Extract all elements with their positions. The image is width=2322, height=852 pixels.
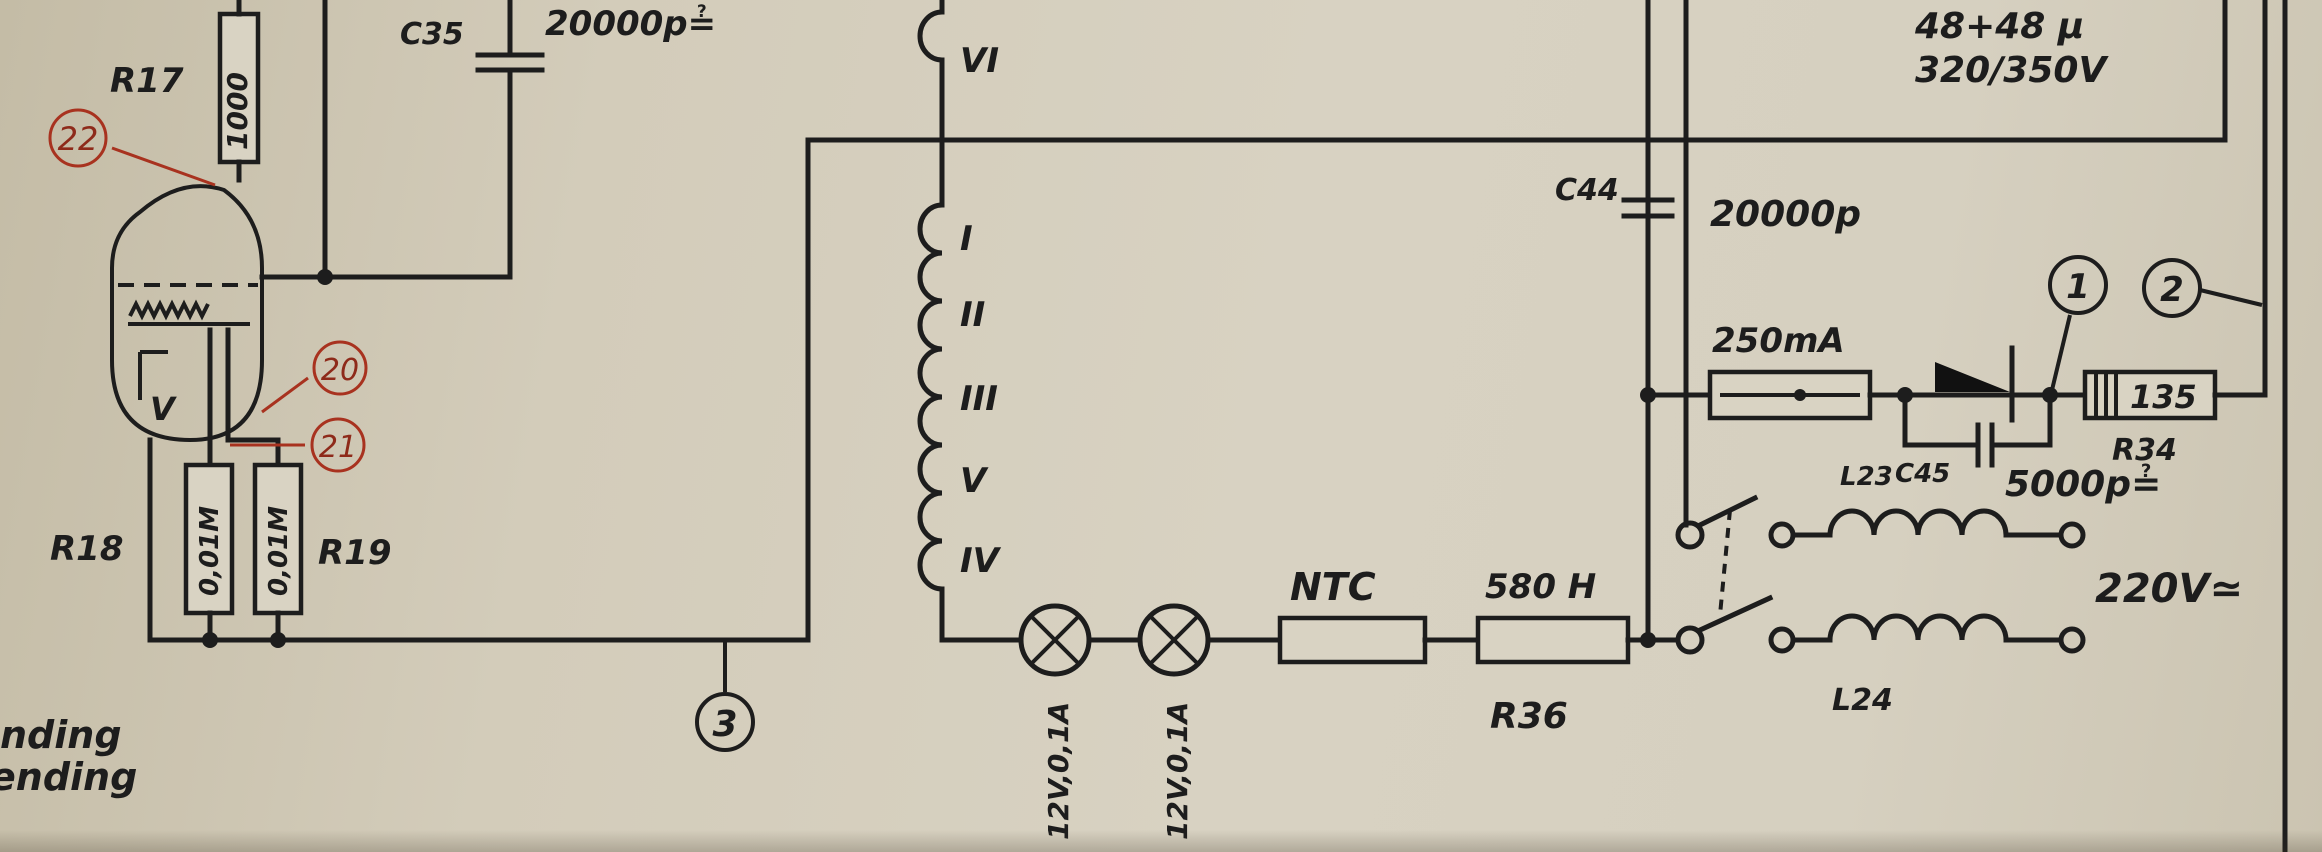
winding-coil-chain <box>917 202 945 592</box>
r19-ref: R19 <box>318 533 392 573</box>
r36-value: 580 H <box>1485 567 1596 607</box>
ntc-label: NTC <box>1290 565 1376 609</box>
power-supply-section: C44 20000p 48+48 µ 320/350V 250mA C45 50… <box>1555 0 2288 852</box>
r18-ref: R18 <box>50 529 124 569</box>
marker-20 <box>312 340 368 396</box>
tube-section: 1000 R17 V C35 20000p≟ 0,01M 0,01M <box>0 0 2228 799</box>
pilot-lamp-1 <box>1018 603 1092 677</box>
l23-ref: L23 <box>1840 462 1893 492</box>
c35-value: 20000p≟ <box>545 4 716 44</box>
winding-vi-coil <box>917 9 945 63</box>
winding-label-vi: VI <box>960 41 999 81</box>
fuse-value: 250mA <box>1712 321 1845 361</box>
switch-contact-upper <box>1675 520 1705 550</box>
switch-lever-lower <box>1696 594 1774 634</box>
winding-label-v: V <box>960 461 989 501</box>
r17-value: 1000 <box>221 72 254 150</box>
svg-text:20: 20 <box>321 353 359 388</box>
r34-value: 135 <box>2130 378 2197 416</box>
c44-ref: C44 <box>1555 173 1619 208</box>
switch-lever-upper <box>1696 494 1759 529</box>
l24-ref: L24 <box>1832 683 1893 718</box>
heater-winding-chain: VI I II III V IV <box>917 0 1023 643</box>
marker-3 <box>695 692 755 752</box>
lamp2-rating: 12V,0,1A <box>1161 702 1194 840</box>
c44-value: 20000p <box>1710 194 1861 235</box>
resistor-r19 <box>252 462 304 616</box>
c35-ref: C35 <box>400 17 464 52</box>
tube-heater <box>128 299 210 321</box>
r17-ref: R17 <box>110 61 184 101</box>
pilot-lamp-2 <box>1137 603 1211 677</box>
switch-gang-link <box>1718 509 1732 616</box>
svg-text:3: 3 <box>712 704 737 745</box>
winding-label-iii: III <box>960 379 998 419</box>
winding-label-i: I <box>960 219 973 259</box>
marker-2 <box>2142 258 2202 318</box>
tube-marker-v: V <box>150 390 177 428</box>
svg-text:2: 2 <box>2160 270 2184 310</box>
inductor-l23 <box>1827 508 2009 538</box>
resistor-r36 <box>1475 615 1631 665</box>
side-note-1: nding <box>0 713 122 757</box>
marker-21 <box>310 417 366 473</box>
winding-label-iv: IV <box>960 541 1002 581</box>
svg-text:1: 1 <box>2066 267 2090 307</box>
marker-22 <box>48 108 108 168</box>
r18-value: 0,01M <box>195 506 225 596</box>
filter-cap-value: 48+48 µ <box>1914 6 2084 47</box>
c45-ref: C45 <box>1895 459 1950 489</box>
r19-value: 0,01M <box>264 506 294 596</box>
r34-ref: R34 <box>2112 433 2177 468</box>
heater-series-chain: 12V,0,1A 12V,0,1A NTC 580 H R36 <box>1018 565 1651 840</box>
filter-cap-voltage: 320/350V <box>1915 50 2109 91</box>
mains-voltage-label: 220V≃ <box>2095 566 2243 612</box>
winding-label-ii: II <box>960 295 985 335</box>
ntc-resistor <box>1277 615 1428 665</box>
marker-1 <box>2048 255 2108 315</box>
tube-envelope <box>110 184 264 443</box>
rectifier-diode <box>1935 362 2010 392</box>
c45-value: 5000p≟ <box>2005 463 2161 505</box>
side-note-2: ending <box>0 755 137 799</box>
lamp1-rating: 12V,0,1A <box>1042 702 1075 840</box>
svg-text:22: 22 <box>58 120 99 158</box>
r36-ref: R36 <box>1490 696 1568 737</box>
svg-text:21: 21 <box>319 430 357 465</box>
inductor-l24 <box>1827 613 2009 643</box>
